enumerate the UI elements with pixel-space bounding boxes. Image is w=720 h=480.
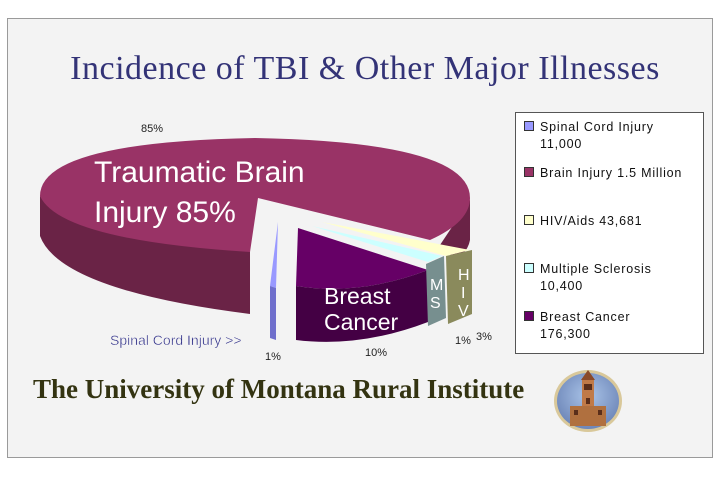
university-tower-seal-icon	[554, 370, 622, 432]
legend-item-hiv: HIV/Aids 43,681	[524, 213, 642, 230]
pie-slice-tbi-top	[40, 138, 470, 252]
legend-item-ms: Multiple Sclerosis 10,400	[524, 261, 652, 295]
pie-slice-hiv-side	[446, 250, 472, 324]
hiv-inner-label-line3: V	[458, 303, 469, 320]
legend-value: 10,400	[540, 279, 584, 293]
hiv-inner-label-line2: I	[461, 285, 465, 302]
hiv-inner-label-line1: H	[458, 267, 470, 284]
slide-title: Incidence of TBI & Other Major Illnesses	[70, 50, 660, 87]
pie-slice-breast-side	[296, 270, 428, 342]
pie-slice-tbi-side	[40, 196, 250, 314]
legend-swatch-brain	[524, 167, 534, 177]
legend-label: Multiple Sclerosis	[540, 262, 652, 276]
ms-percent-label: 1%	[455, 335, 471, 347]
legend-item-breast: Breast Cancer 176,300	[524, 309, 630, 343]
legend-swatch-ms	[524, 263, 534, 273]
legend-swatch-spinal	[524, 121, 534, 131]
legend-swatch-hiv	[524, 215, 534, 225]
chart-legend: Spinal Cord Injury 11,000 Brain Injury 1…	[515, 112, 704, 354]
legend-item-brain: Brain Injury 1.5 Million	[524, 165, 682, 182]
hiv-percent-label: 3%	[476, 331, 492, 343]
breast-inner-label-line2: Cancer	[324, 309, 398, 335]
ms-inner-label-line1: M	[430, 277, 443, 294]
tbi-inner-label-line2: Injury 85%	[94, 196, 236, 229]
ms-inner-label-line2: S	[430, 295, 441, 312]
legend-value: 11,000	[540, 137, 583, 151]
legend-label: HIV/Aids 43,681	[540, 214, 643, 228]
breast-percent-label: 10%	[365, 347, 387, 359]
pie-slice-breast-top	[296, 228, 428, 289]
legend-label: Spinal Cord Injury	[540, 120, 654, 134]
breast-inner-label-line1: Breast	[324, 283, 391, 309]
tbi-inner-label-line1: Traumatic Brain	[94, 156, 305, 189]
footer-institution: The University of Montana Rural Institut…	[33, 374, 525, 404]
pie-slice-spinal-side	[270, 286, 276, 340]
pie-slice-spinal-top	[270, 222, 278, 288]
tbi-percent-label: 85%	[141, 123, 163, 135]
legend-label: Breast Cancer	[540, 310, 631, 324]
legend-value: 176,300	[540, 327, 591, 341]
pie-slice-ms-top	[312, 226, 442, 262]
pie-slice-ms-side	[426, 256, 446, 326]
legend-item-spinal: Spinal Cord Injury 11,000	[524, 119, 654, 153]
legend-swatch-breast	[524, 311, 534, 321]
pie-slice-hiv-top	[322, 222, 470, 256]
spinal-percent-label: 1%	[265, 351, 281, 363]
spinal-callout-label: Spinal Cord Injury >>	[110, 332, 242, 348]
legend-label: Brain Injury 1.5 Million	[540, 166, 683, 180]
